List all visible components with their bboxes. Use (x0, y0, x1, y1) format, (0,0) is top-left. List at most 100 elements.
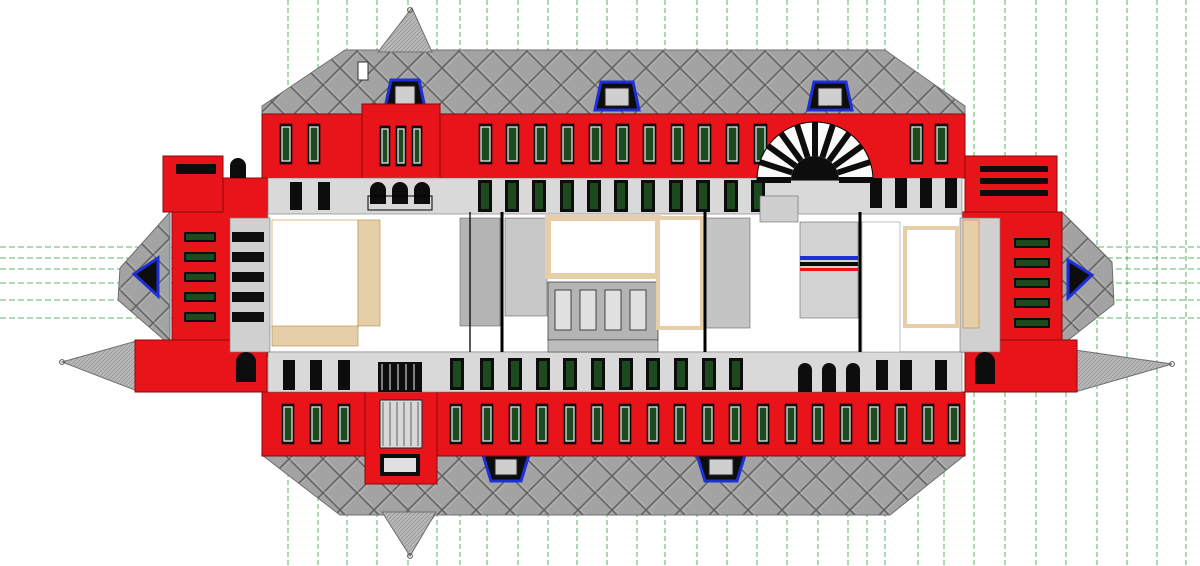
fan-spoke (826, 131, 852, 163)
inner-unit-top-glass (535, 183, 543, 209)
arch-doorway (370, 182, 386, 204)
arch-doorway (392, 182, 408, 204)
inner-unit-top (870, 178, 882, 208)
inner-unit-bottom-glass (594, 361, 602, 387)
floor-central-base (547, 339, 659, 353)
inner-unit-top-glass (508, 183, 516, 209)
floor-gray-block (504, 217, 548, 317)
window-bottom-glass (786, 406, 796, 442)
spire-left (60, 339, 141, 393)
detail-layer (59, 7, 1175, 559)
inner-panel (759, 195, 799, 223)
fan-spoke (832, 143, 864, 169)
dormer-window (817, 87, 843, 107)
window-bottom-glass (565, 406, 575, 442)
window-right-glass (1016, 260, 1048, 266)
inner-arch-bottom (798, 363, 812, 392)
inner-unit-bottom-glass (453, 361, 461, 387)
floor-red-line (800, 268, 858, 271)
floor-tan-strip (357, 219, 381, 327)
inner-unit-top (318, 182, 330, 210)
window-top-glass (480, 126, 491, 162)
inner-unit-bottom (876, 360, 888, 390)
window-bottom-glass (841, 406, 851, 442)
fan-spoke (836, 159, 872, 176)
floor-central-unit (629, 289, 647, 331)
grid-marker (1169, 361, 1175, 367)
window-bottom-glass (311, 406, 321, 442)
arch-doorway (414, 182, 430, 204)
floor-central-unit (579, 289, 597, 331)
inner-unit-bottom (900, 360, 912, 390)
window-right-bottom-arch (975, 352, 995, 384)
window-left-top (176, 164, 216, 174)
fan-center (791, 156, 839, 180)
inner-arch-bottom (846, 363, 860, 392)
window-top-glass (699, 126, 710, 162)
window-bottom-glass (510, 406, 520, 442)
inner-unit-bottom-glass (483, 361, 491, 387)
inner-unit-top (290, 182, 302, 210)
inner-unit-bottom-glass (539, 361, 547, 387)
window-right-glass (1016, 240, 1048, 246)
inner-unit-bottom-glass (511, 361, 519, 387)
window-bottom-glass (758, 406, 768, 442)
inner-unit-bottom (338, 360, 350, 390)
grid-marker (407, 553, 413, 559)
window-bottom-glass (339, 406, 349, 442)
window-top-glass (281, 126, 291, 162)
window-bottom-glass (537, 406, 547, 442)
window-right-glass (1016, 300, 1048, 306)
floor-gray-block (459, 217, 501, 327)
window-top-glass (911, 126, 922, 162)
window-left-inner (232, 292, 264, 302)
window-bottom-glass (813, 406, 823, 442)
window-left-inner (232, 232, 264, 242)
floor-tan-block (903, 226, 959, 328)
window-tower-top-glass (397, 128, 405, 164)
window-left-glass (186, 294, 214, 300)
window-bottom-glass (949, 406, 959, 442)
window-tower-top-glass (381, 128, 389, 164)
floor-tan-block (656, 216, 704, 330)
window-bottom-glass (703, 406, 713, 442)
fan-spoke (766, 143, 798, 169)
inner-unit-top-glass (617, 183, 625, 209)
window-top-glass (535, 126, 546, 162)
window-bottom-glass (730, 406, 740, 442)
fan-spoke (794, 123, 811, 159)
window-tower-top-glass (413, 128, 421, 164)
window-top-glass (617, 126, 628, 162)
dormer-left (131, 255, 160, 300)
inner-unit-bottom (283, 360, 295, 390)
tower-bottom-door (379, 399, 423, 449)
window-left-glass (186, 274, 214, 280)
inner-unit-top (895, 178, 907, 208)
window-left-arch (230, 158, 246, 178)
floor-tan-frame (545, 215, 661, 279)
floor-tan-strip (962, 219, 980, 329)
inner-unit-bottom-glass (677, 361, 685, 387)
inner-unit-top-glass (672, 183, 680, 209)
floor-central-unit (604, 289, 622, 331)
window-bottom-glass (896, 406, 906, 442)
inner-unit-top-glass (727, 183, 735, 209)
window-top-glass (672, 126, 683, 162)
window-left-glass (186, 254, 214, 260)
roof-layer (60, 7, 1173, 557)
window-top-glass (590, 126, 601, 162)
window-right-top (980, 178, 1048, 184)
inner-unit-top-glass (644, 183, 652, 209)
tower-bottom-window-glass (384, 458, 416, 472)
window-left-inner (232, 272, 264, 282)
window-right-top (980, 190, 1048, 196)
floor-central-unit (554, 289, 572, 331)
inner-unit-top-glass (563, 183, 571, 209)
inner-unit-top-glass (754, 183, 762, 209)
window-top-glass (727, 126, 738, 162)
inner-unit-bottom-glass (732, 361, 740, 387)
inner-unit-top (945, 178, 957, 208)
window-top-glass (644, 126, 655, 162)
